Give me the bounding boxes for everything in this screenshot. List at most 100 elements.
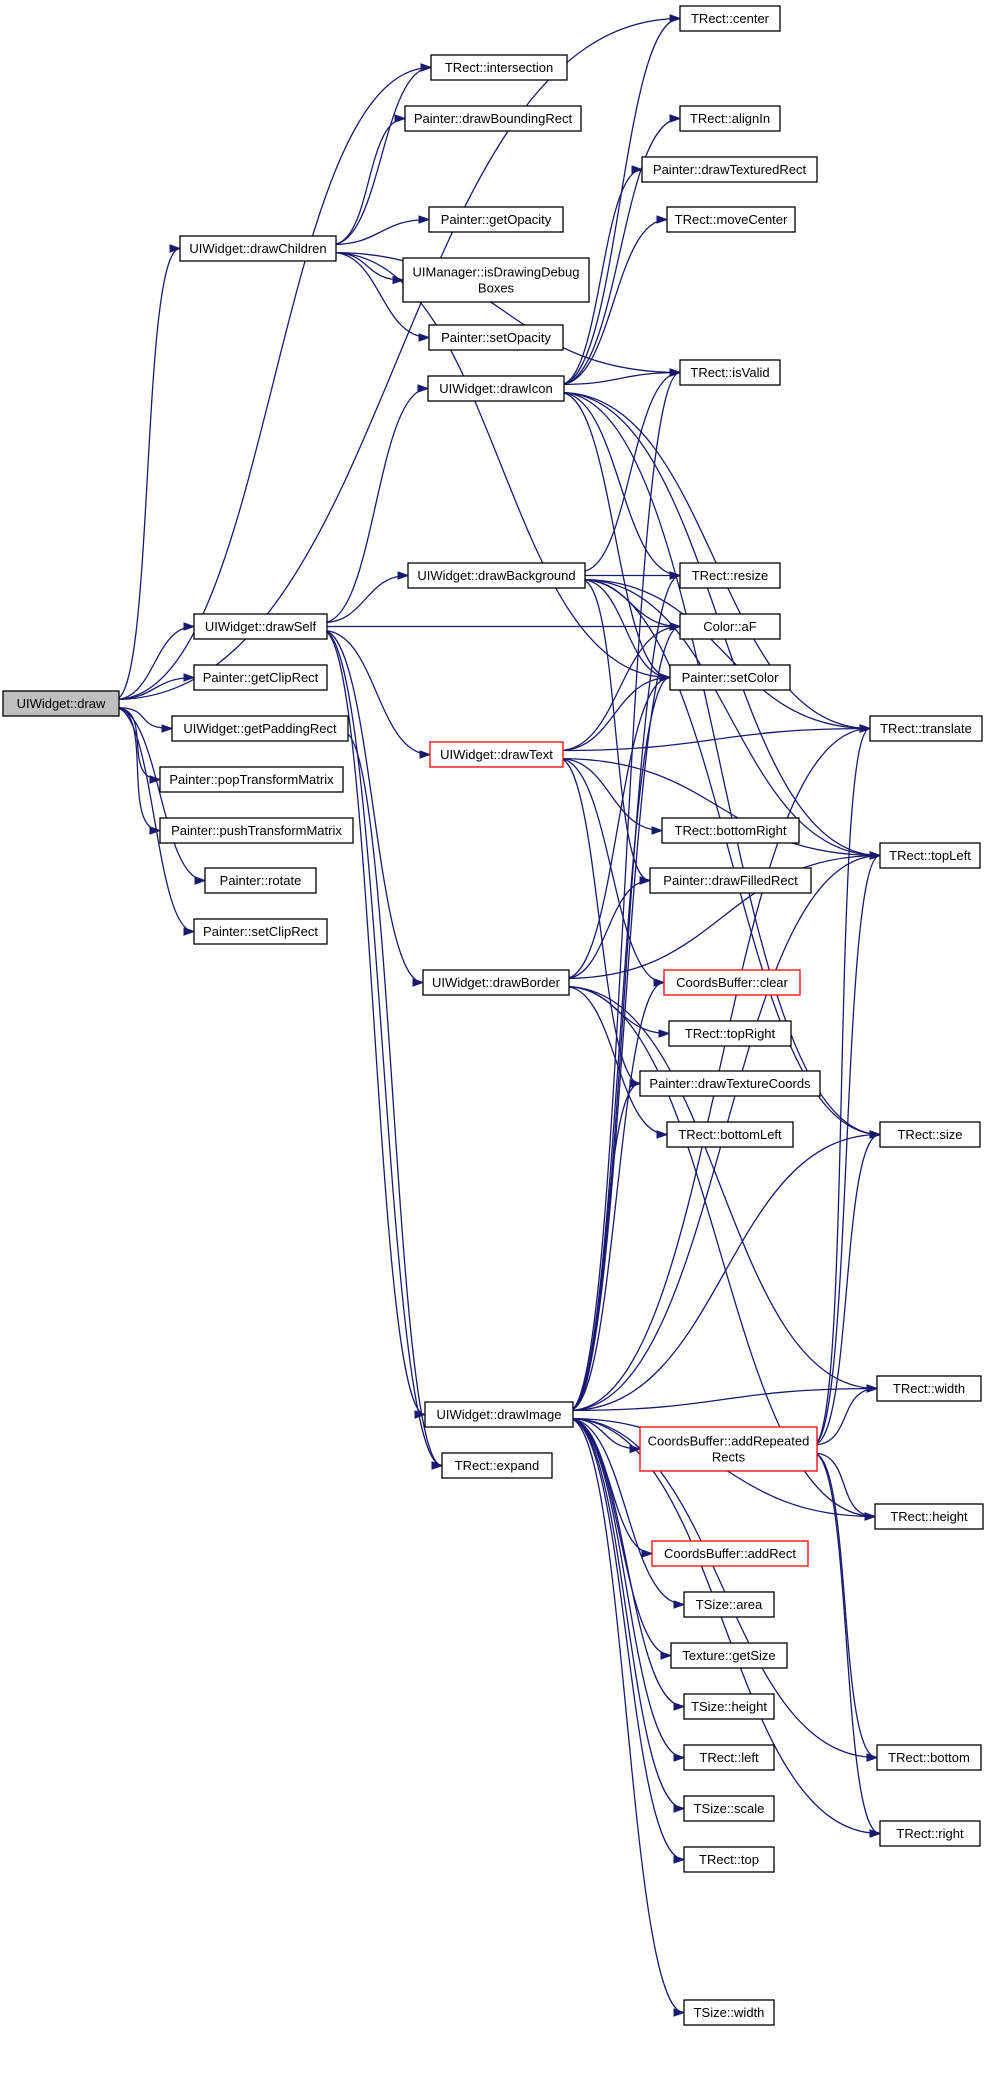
node-box: [679, 5, 781, 32]
node-label: Painter::drawTexturedRect: [653, 162, 807, 177]
edge-drawText-to-translate: [558, 727, 871, 752]
edge-drawText-to-cbClear: [558, 757, 665, 984]
edge-draw-to-getPaddingRect: [114, 706, 173, 730]
edge-drawText-to-bottomRight: [558, 757, 663, 832]
edge-draw-to-rotate: [114, 706, 206, 882]
edge-arrowhead: [673, 1600, 686, 1609]
node-swidth[interactable]: TSize::width: [683, 1999, 775, 2026]
node-addRect[interactable]: CoordsBuffer::addRect: [651, 1540, 809, 1567]
node-rsize[interactable]: TRect::size: [879, 1121, 981, 1148]
node-label: Color::aF: [703, 619, 757, 634]
edge-drawImage-to-rsize: [568, 1133, 881, 1412]
node-topRight[interactable]: TRect::topRight: [668, 1020, 792, 1047]
node-moveCenter[interactable]: TRect::moveCenter: [666, 206, 796, 233]
node-intersection[interactable]: TRect::intersection: [430, 54, 568, 81]
node-label: TRect::size: [897, 1127, 962, 1142]
node-box: [404, 105, 582, 132]
node-drawBoundingRect[interactable]: Painter::drawBoundingRect: [404, 105, 582, 132]
node-getPaddingRect[interactable]: UIWidget::getPaddingRect: [171, 715, 349, 742]
edge-arrowhead: [669, 114, 682, 123]
node-bottom[interactable]: TRect::bottom: [876, 1744, 982, 1771]
node-drawTextureCoords[interactable]: Painter::drawTextureCoords: [639, 1070, 821, 1097]
node-box: [407, 562, 586, 589]
node-topLeft[interactable]: TRect::topLeft: [879, 842, 981, 869]
node-getOpacity[interactable]: Painter::getOpacity: [428, 206, 564, 233]
edge-drawBackground-to-isValid: [580, 371, 681, 573]
node-setOpacity[interactable]: Painter::setOpacity: [428, 324, 564, 351]
node-box: [2, 690, 120, 717]
node-label: TRect::alignIn: [690, 111, 770, 126]
node-isValid[interactable]: TRect::isValid: [679, 359, 781, 386]
node-popTransformMatrix[interactable]: Painter::popTransformMatrix: [159, 766, 344, 793]
node-box: [874, 1503, 984, 1530]
node-drawChildren[interactable]: UIWidget::drawChildren: [179, 235, 337, 262]
node-drawText[interactable]: UIWidget::drawText: [429, 741, 564, 768]
node-alignIn[interactable]: TRect::alignIn: [679, 105, 781, 132]
edge-drawChildren-to-drawBoundingRect: [331, 117, 406, 246]
edge-drawIcon-to-alignIn: [559, 117, 681, 386]
node-drawBackground[interactable]: UIWidget::drawBackground: [407, 562, 586, 589]
node-label: TRect::bottomLeft: [678, 1127, 782, 1142]
node-top[interactable]: TRect::top: [683, 1846, 775, 1873]
edge-drawChildren-to-isValid: [331, 251, 681, 374]
node-drawImage[interactable]: UIWidget::drawImage: [424, 1401, 574, 1428]
node-getSize[interactable]: Texture::getSize: [670, 1642, 788, 1669]
edge-addRepeatedRects-to-rwidth: [812, 1387, 878, 1446]
node-box: [649, 867, 812, 894]
edge-getPaddingRect-to-expand: [343, 731, 443, 1467]
node-label: TRect::height: [890, 1509, 968, 1524]
edge-drawChildren-to-setOpacity: [331, 251, 430, 339]
node-left[interactable]: TRect::left: [683, 1744, 775, 1771]
node-scale[interactable]: TSize::scale: [683, 1795, 775, 1822]
edge-drawSelf-to-expand: [322, 629, 443, 1467]
node-label: TSize::width: [694, 2005, 765, 2020]
edge-arrowhead: [194, 876, 207, 885]
node-drawIcon[interactable]: UIWidget::drawIcon: [427, 375, 565, 402]
edge-draw-to-drawChildren: [114, 247, 181, 701]
node-colorAF[interactable]: Color::aF: [679, 613, 781, 640]
node-cbClear[interactable]: CoordsBuffer::clear: [663, 969, 801, 996]
node-area[interactable]: TSize::area: [683, 1591, 775, 1618]
node-box: [879, 1820, 981, 1847]
node-label: CoordsBuffer::addRepeated: [648, 1434, 810, 1449]
node-box: [683, 1693, 775, 1720]
node-setColor[interactable]: Painter::setColor: [669, 664, 791, 691]
node-label: UIWidget::drawImage: [437, 1407, 562, 1422]
edge-drawImage-to-setColor: [568, 676, 671, 1412]
node-drawFilledRect[interactable]: Painter::drawFilledRect: [649, 867, 812, 894]
node-label: Boxes: [478, 281, 515, 296]
node-label: CoordsBuffer::addRect: [664, 1546, 796, 1561]
node-box: [651, 1540, 809, 1567]
node-rwidth[interactable]: TRect::width: [876, 1375, 982, 1402]
node-drawSelf[interactable]: UIWidget::drawSelf: [193, 613, 328, 640]
node-translate[interactable]: TRect::translate: [869, 715, 983, 742]
edge-arrowhead: [412, 978, 425, 987]
edge-drawImage-to-right: [568, 1417, 881, 1835]
node-sheight[interactable]: TSize::height: [683, 1693, 775, 1720]
node-draw[interactable]: UIWidget::draw: [2, 690, 120, 717]
node-drawBorder[interactable]: UIWidget::drawBorder: [422, 969, 570, 996]
node-pushTransformMatrix[interactable]: Painter::pushTransformMatrix: [159, 817, 354, 844]
node-box: [679, 359, 781, 386]
node-rheight[interactable]: TRect::height: [874, 1503, 984, 1530]
node-bottomLeft[interactable]: TRect::bottomLeft: [666, 1121, 794, 1148]
edge-draw-to-pushTransformMatrix: [114, 706, 161, 832]
node-box: [876, 1375, 982, 1402]
edge-drawText-to-setColor: [558, 676, 671, 752]
node-getClipRect[interactable]: Painter::getClipRect: [193, 664, 328, 691]
edge-drawIcon-to-moveCenter: [559, 218, 668, 386]
node-setClipRect[interactable]: Painter::setClipRect: [193, 918, 328, 945]
node-bottomRight[interactable]: TRect::bottomRight: [661, 817, 800, 844]
node-expand[interactable]: TRect::expand: [441, 1452, 553, 1479]
node-center[interactable]: TRect::center: [679, 5, 781, 32]
node-label: Painter::drawBoundingRect: [414, 111, 573, 126]
node-right[interactable]: TRect::right: [879, 1820, 981, 1847]
node-rotate[interactable]: Painter::rotate: [204, 867, 317, 894]
node-label: UIWidget::drawBackground: [417, 568, 575, 583]
edge-arrowhead: [673, 1804, 686, 1813]
edge-draw-to-setClipRect: [114, 706, 195, 933]
node-drawTexturedRect[interactable]: Painter::drawTexturedRect: [641, 156, 818, 183]
node-resize[interactable]: TRect::resize: [679, 562, 781, 589]
